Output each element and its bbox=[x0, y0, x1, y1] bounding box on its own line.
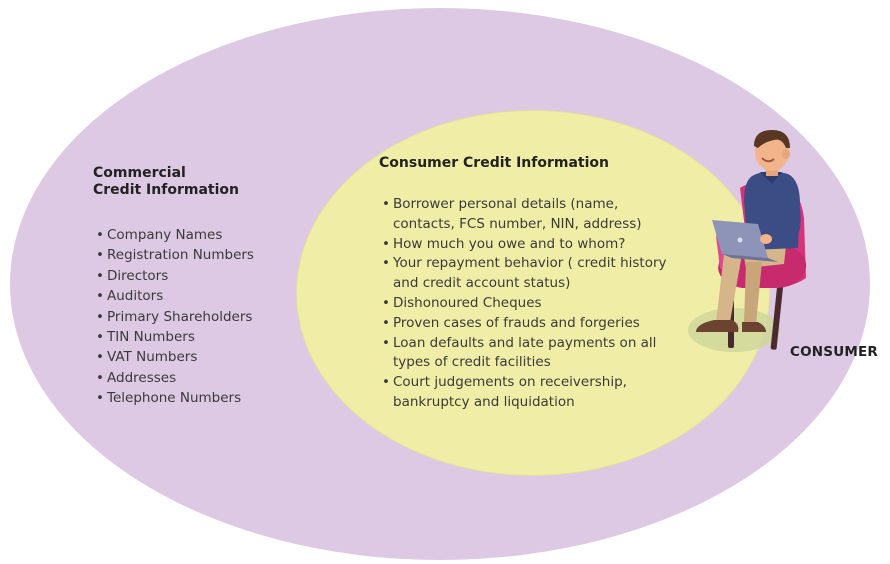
commercial-credit-title: Commercial Credit Information bbox=[93, 165, 293, 199]
laptop-base bbox=[722, 254, 778, 262]
list-item: Borrower personal details (name, contact… bbox=[382, 195, 682, 235]
list-item: Auditors bbox=[96, 286, 296, 307]
list-item: Court judgements on receivership, bankru… bbox=[382, 373, 682, 413]
consumer-label: CONSUMER bbox=[790, 344, 879, 360]
chair-leg-right bbox=[770, 277, 784, 350]
commercial-title-line2: Credit Information bbox=[93, 182, 239, 198]
consumer-credit-list: Borrower personal details (name, contact… bbox=[382, 195, 682, 413]
list-item: Company Names bbox=[96, 225, 296, 246]
list-item: Proven cases of frauds and forgeries bbox=[382, 314, 682, 334]
list-item: Registration Numbers bbox=[96, 245, 296, 266]
list-item: Directors bbox=[96, 266, 296, 287]
list-item: Telephone Numbers bbox=[96, 388, 296, 409]
hand bbox=[760, 234, 772, 244]
laptop-logo bbox=[737, 237, 743, 243]
shoe-back bbox=[742, 322, 766, 332]
ear bbox=[782, 149, 790, 159]
pants-leg-back bbox=[744, 262, 762, 324]
list-item: TIN Numbers bbox=[96, 327, 296, 348]
list-item: Your repayment behavior ( credit history… bbox=[382, 254, 682, 294]
commercial-title-line1: Commercial bbox=[93, 165, 186, 181]
arm bbox=[766, 190, 801, 244]
shoe-front bbox=[696, 320, 739, 332]
consumer-credit-title: Consumer Credit Information bbox=[379, 155, 609, 171]
list-item: Addresses bbox=[96, 368, 296, 389]
list-item: VAT Numbers bbox=[96, 347, 296, 368]
list-item: How much you owe and to whom? bbox=[382, 235, 682, 255]
list-item: Primary Shareholders bbox=[96, 307, 296, 328]
list-item: Loan defaults and late payments on all t… bbox=[382, 334, 682, 374]
list-item: Dishonoured Cheques bbox=[382, 294, 682, 314]
hair bbox=[754, 130, 790, 148]
commercial-credit-list: Company Names Registration Numbers Direc… bbox=[96, 225, 296, 409]
pants-leg-front bbox=[716, 254, 742, 322]
smile bbox=[761, 157, 775, 163]
person-with-laptop-icon bbox=[688, 130, 807, 352]
